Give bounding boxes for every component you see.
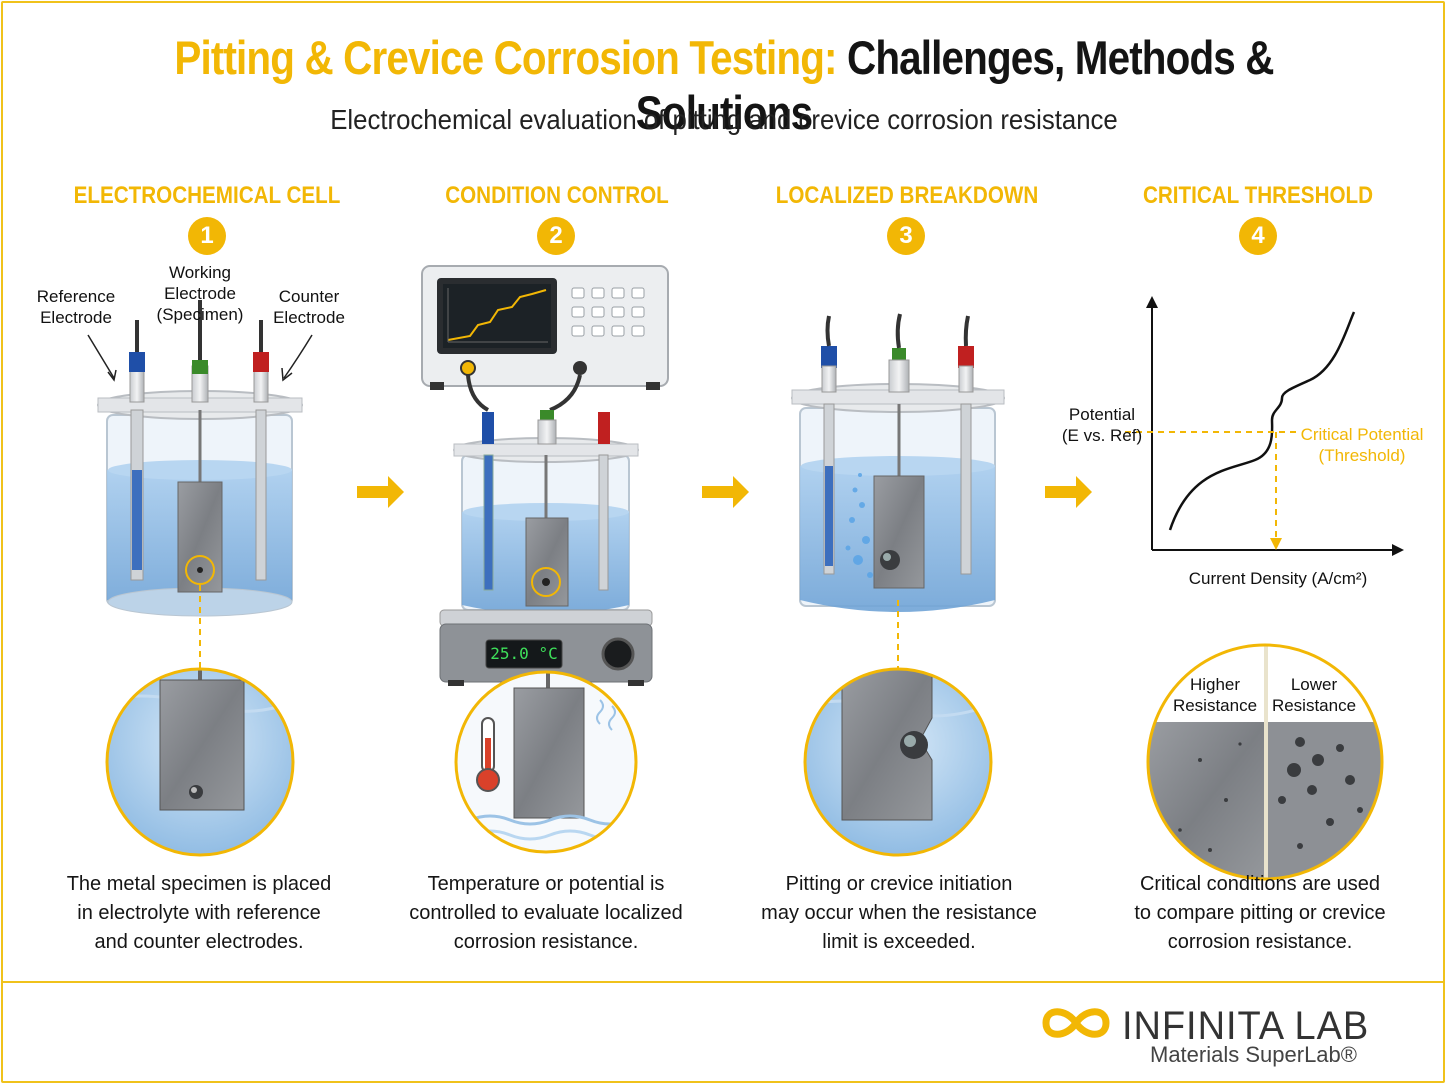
polarization-chart	[1125, 296, 1404, 556]
title-part-1: Pitting & Crevice Corrosion Testing:	[174, 31, 837, 84]
beaker-1	[87, 300, 313, 668]
zoom-circle-1	[105, 667, 295, 857]
chart-ylabel: Potential(E vs. Ref)	[1061, 405, 1143, 445]
hotplate	[439, 609, 653, 686]
step-1-heading: ELECTROCHEMICAL CELL	[73, 182, 341, 209]
step-3-heading: LOCALIZED BREAKDOWN	[775, 182, 1039, 209]
flow-arrows	[357, 476, 1092, 508]
page-subtitle: Electrochemical evaluation of pitting an…	[330, 104, 1118, 135]
potentiostat	[421, 265, 669, 412]
step-3-badge: 3	[887, 217, 925, 255]
zoom-circle-2	[454, 670, 638, 854]
logo-name: INFINITA LAB	[1122, 1004, 1370, 1048]
step-4-badge: 4	[1239, 217, 1277, 255]
step-1-badge: 1	[188, 217, 226, 255]
comparison-circle	[1146, 643, 1384, 881]
logo-tagline: Materials SuperLab®	[1150, 1042, 1357, 1067]
step-2-heading: CONDITION CONTROL	[445, 182, 669, 209]
step-4-heading: CRITICAL THRESHOLD	[1142, 182, 1374, 209]
temperature-display: 25.0 °C	[490, 644, 558, 663]
infinity-logo-icon	[1042, 1008, 1110, 1038]
beaker-2	[453, 410, 639, 615]
chart-xlabel: Current Density (A/cm²)	[1188, 569, 1368, 588]
title-part-2: Challenges, Methods & Solutions	[635, 31, 1275, 139]
zoom-circle-3	[803, 667, 993, 857]
footer-divider	[2, 981, 1444, 983]
beaker-3	[791, 313, 1005, 668]
page-title: Pitting & Crevice Corrosion Testing: Cha…	[101, 30, 1346, 140]
step-2-badge: 2	[537, 217, 575, 255]
critical-potential-label: Critical Potential(Threshold)	[1300, 425, 1424, 465]
